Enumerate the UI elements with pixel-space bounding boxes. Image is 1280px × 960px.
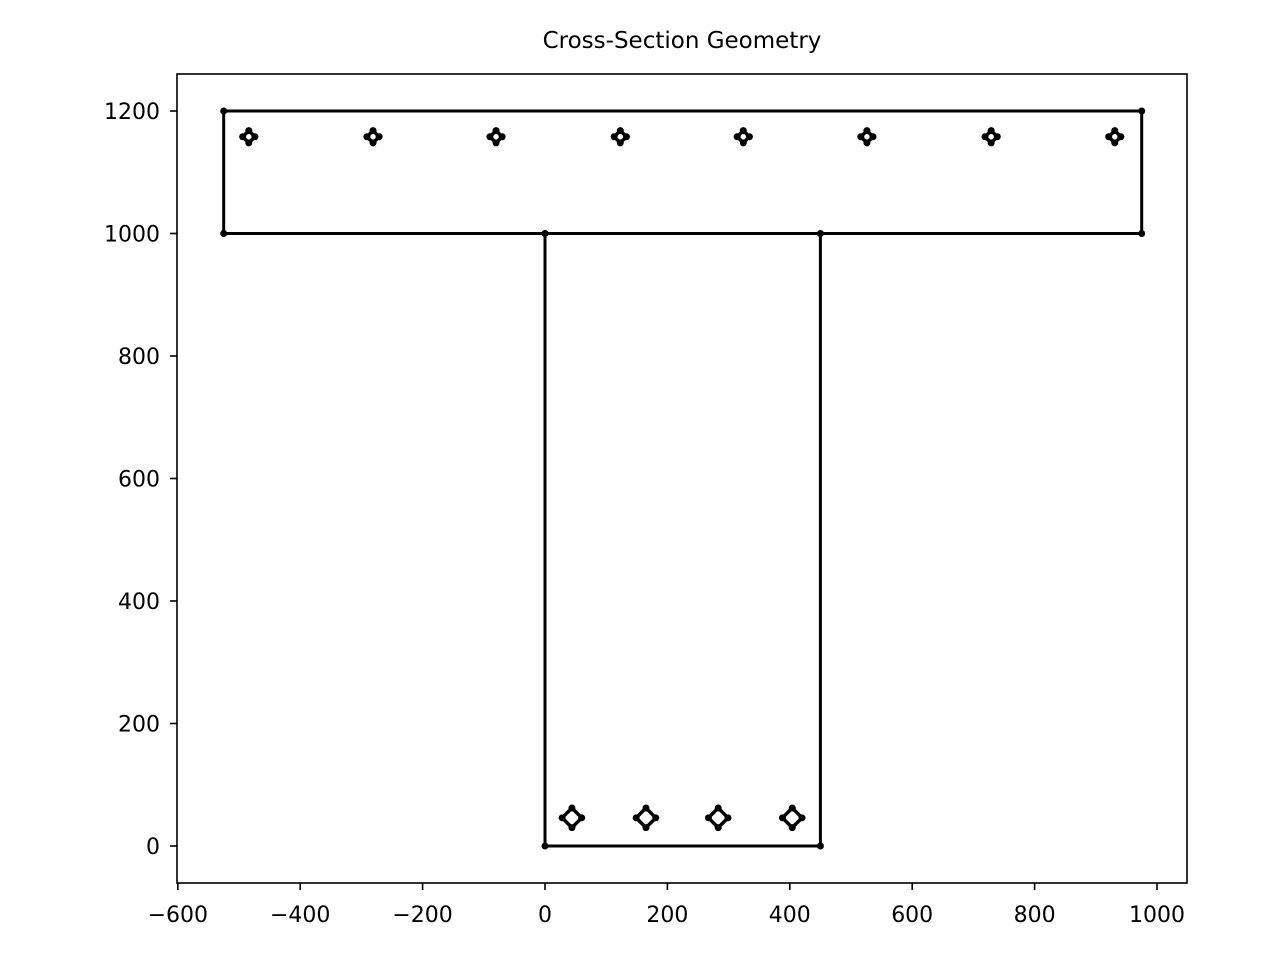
vertex-marker <box>220 107 228 115</box>
x-tick-label: 800 <box>1014 903 1056 928</box>
x-tick-label: 400 <box>769 903 811 928</box>
flange-outline <box>222 109 1144 235</box>
vertex-marker <box>788 804 796 812</box>
vertex-marker <box>652 814 660 822</box>
web-outline <box>543 232 822 848</box>
vertex-marker <box>987 127 995 135</box>
y-tick-label: 0 <box>146 835 160 860</box>
vertex-marker <box>857 133 865 141</box>
x-tick-label: 1000 <box>1129 903 1185 928</box>
vertex-marker <box>1111 127 1119 135</box>
vertex-marker <box>1111 139 1119 147</box>
vertex-marker <box>1138 107 1146 115</box>
vertex-marker <box>733 133 741 141</box>
vertex-marker <box>642 824 650 832</box>
x-tick-label: 0 <box>538 903 552 928</box>
x-tick-label: −400 <box>270 903 330 928</box>
vertex-marker <box>541 842 549 850</box>
vertex-marker <box>724 814 732 822</box>
vertex-marker <box>558 814 566 822</box>
y-axis: 0 200 400 600 800 1000 1200 <box>104 100 177 860</box>
vertex-marker <box>1117 133 1125 141</box>
vertex-marker <box>610 133 618 141</box>
vertex-marker <box>568 804 576 812</box>
vertex-marker <box>869 133 877 141</box>
vertex-marker <box>369 127 377 135</box>
vertex-marker <box>492 127 500 135</box>
vertex-marker <box>622 133 630 141</box>
vertex-marker <box>486 133 494 141</box>
vertex-marker <box>981 133 989 141</box>
x-tick-label: −200 <box>392 903 452 928</box>
vertex-marker <box>1138 230 1146 237</box>
vertex-marker <box>1105 133 1113 141</box>
vertex-marker <box>739 127 747 135</box>
vertex-marker <box>632 814 640 822</box>
vertex-marker <box>541 230 549 237</box>
vertex-marker <box>863 139 871 147</box>
chart-title: Cross-Section Geometry <box>542 28 822 54</box>
vertex-marker <box>863 127 871 135</box>
y-tick-label: 1000 <box>104 223 160 248</box>
plot-area <box>220 107 1146 850</box>
vertex-marker <box>714 824 722 832</box>
vertex-marker <box>816 230 824 237</box>
vertex-marker <box>498 133 506 141</box>
vertex-marker <box>369 139 377 147</box>
x-axis: −600 −400 −200 0 200 400 600 800 1000 <box>148 883 1185 928</box>
vertex-marker <box>245 127 253 135</box>
vertex-marker <box>798 814 806 822</box>
vertex-marker <box>220 230 228 237</box>
y-tick-label: 600 <box>118 468 160 493</box>
vertex-marker <box>778 814 786 822</box>
x-tick-label: 200 <box>646 903 688 928</box>
vertex-marker <box>816 842 824 850</box>
vertex-marker <box>616 139 624 147</box>
vertex-marker <box>578 814 586 822</box>
vertex-marker <box>363 133 371 141</box>
y-tick-label: 800 <box>118 345 160 370</box>
y-tick-label: 1200 <box>104 100 160 125</box>
vertex-marker <box>251 133 259 141</box>
vertex-marker <box>788 824 796 832</box>
vertex-marker <box>616 127 624 135</box>
y-tick-label: 200 <box>118 713 160 738</box>
vertex-marker <box>739 139 747 147</box>
vertex-marker <box>987 139 995 147</box>
vertex-marker <box>642 804 650 812</box>
x-tick-label: 600 <box>891 903 933 928</box>
x-tick-label: −600 <box>148 903 208 928</box>
vertex-marker <box>745 133 753 141</box>
vertex-marker <box>568 824 576 832</box>
axes-frame <box>176 73 1188 884</box>
vertex-marker <box>714 804 722 812</box>
vertex-marker <box>239 133 247 141</box>
vertex-marker <box>993 133 1001 141</box>
vertex-marker <box>492 139 500 147</box>
vertex-marker <box>704 814 712 822</box>
vertex-marker <box>375 133 383 141</box>
vertex-marker <box>245 139 253 147</box>
y-tick-label: 400 <box>118 590 160 615</box>
